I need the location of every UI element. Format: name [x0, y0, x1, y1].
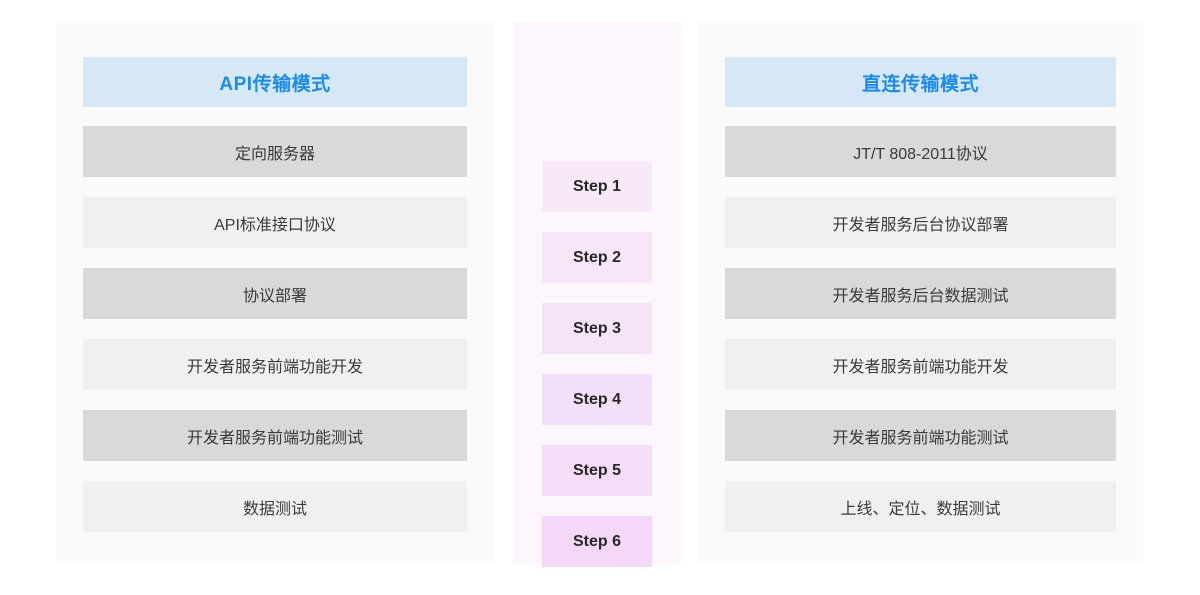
column-direct-mode: 直连传输模式 JT/T 808-2011协议 开发者服务后台协议部署 开发者服务…	[698, 22, 1143, 563]
step-item-5[interactable]: Step 5	[542, 445, 652, 496]
step-item-4[interactable]: Step 4	[542, 374, 652, 425]
row-list-api-mode: 定向服务器 API标准接口协议 协议部署 开发者服务前端功能开发 开发者服务前端…	[56, 126, 494, 532]
table-row[interactable]: 开发者服务后台数据测试	[725, 268, 1116, 319]
table-row[interactable]: API标准接口协议	[83, 197, 467, 248]
column-steps: Step 1 Step 2 Step 3 Step 4 Step 5 Step …	[513, 22, 681, 567]
table-row[interactable]: 数据测试	[83, 481, 467, 532]
row-list-direct-mode: JT/T 808-2011协议 开发者服务后台协议部署 开发者服务后台数据测试 …	[698, 126, 1143, 532]
step-item-1[interactable]: Step 1	[542, 161, 652, 212]
step-list: Step 1 Step 2 Step 3 Step 4 Step 5 Step …	[513, 161, 681, 567]
table-row[interactable]: 开发者服务前端功能测试	[725, 410, 1116, 461]
table-row[interactable]: 上线、定位、数据测试	[725, 481, 1116, 532]
table-row[interactable]: 开发者服务后台协议部署	[725, 197, 1116, 248]
step-item-6[interactable]: Step 6	[542, 516, 652, 567]
column-header-api-mode: API传输模式	[83, 57, 467, 107]
table-row[interactable]: 开发者服务前端功能测试	[83, 410, 467, 461]
step-item-2[interactable]: Step 2	[542, 232, 652, 283]
table-row[interactable]: 定向服务器	[83, 126, 467, 177]
table-row[interactable]: 协议部署	[83, 268, 467, 319]
step-item-3[interactable]: Step 3	[542, 303, 652, 354]
table-row[interactable]: JT/T 808-2011协议	[725, 126, 1116, 177]
table-row[interactable]: 开发者服务前端功能开发	[83, 339, 467, 390]
column-api-mode: API传输模式 定向服务器 API标准接口协议 协议部署 开发者服务前端功能开发…	[56, 22, 494, 563]
column-header-direct-mode: 直连传输模式	[725, 57, 1116, 107]
table-row[interactable]: 开发者服务前端功能开发	[725, 339, 1116, 390]
